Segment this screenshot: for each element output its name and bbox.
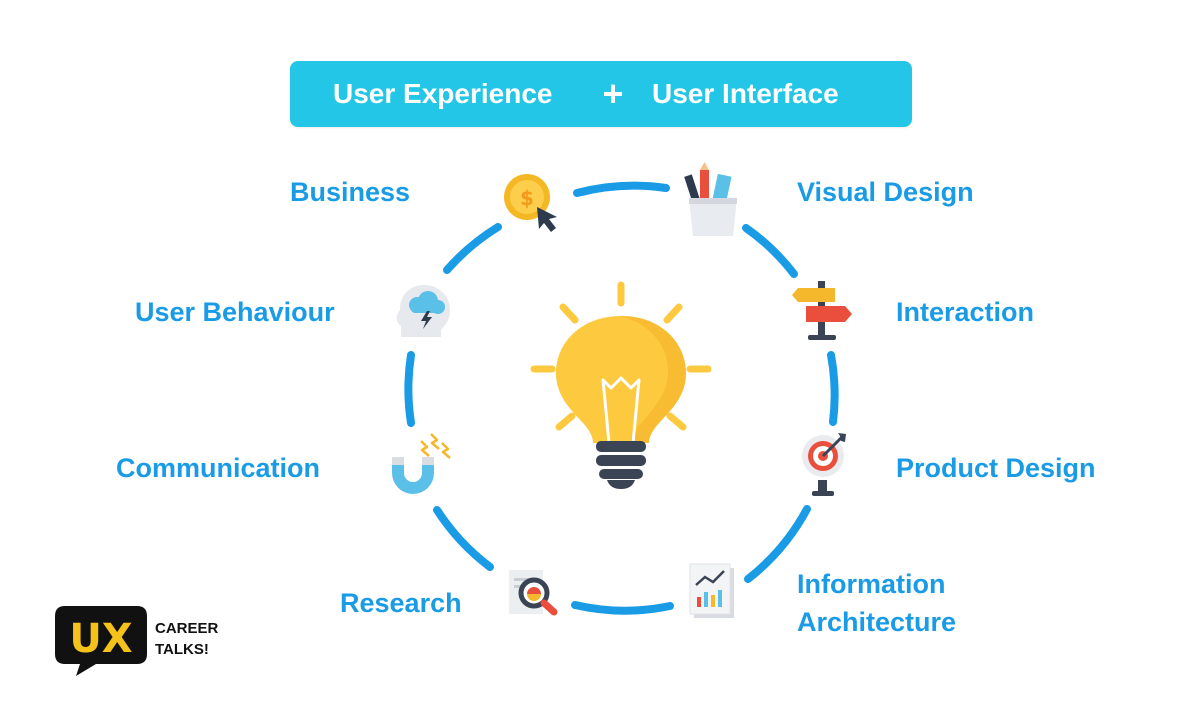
ring-arc	[443, 223, 502, 274]
label-interaction: Interaction	[896, 297, 1035, 327]
label-business: Business	[290, 177, 411, 207]
analytics-report-icon	[689, 563, 734, 618]
svg-text:$: $	[520, 186, 534, 210]
lightbulb-icon	[530, 281, 712, 489]
label-information-architecture-line1: Information	[797, 569, 946, 599]
label-information-architecture-line2: Architecture	[797, 607, 957, 637]
banner-title-right: User Interface	[652, 78, 839, 109]
head-storm-icon	[396, 285, 450, 337]
title-banner: User Experience + User Interface	[290, 61, 912, 127]
ring-arc	[433, 506, 494, 571]
plus-icon: +	[602, 73, 624, 114]
label-user-behaviour: User Behaviour	[135, 297, 335, 327]
ring-arc	[827, 351, 839, 426]
banner-title-left: User Experience	[333, 78, 553, 109]
label-visual-design: Visual Design	[797, 177, 974, 207]
logo-caption: CAREER TALKS!	[155, 618, 218, 660]
logo-caption-line1: CAREER	[155, 620, 219, 637]
ring-arc	[571, 601, 674, 615]
ring-arc	[742, 224, 798, 278]
logo-caption-line2: TALKS!	[155, 641, 209, 658]
label-product-design: Product Design	[896, 453, 1096, 483]
label-information-architecture: Information Architecture	[797, 568, 956, 638]
ux-logo-icon: UX	[55, 606, 147, 676]
magnifier-document-icon	[509, 570, 558, 616]
magnet-icon	[392, 433, 451, 494]
pencil-cup-icon	[684, 162, 737, 236]
label-research: Research	[340, 588, 462, 618]
coin-cursor-icon: $	[504, 174, 557, 232]
label-communication: Communication	[116, 453, 321, 483]
logo-mark: UX	[69, 616, 132, 662]
cycle-ring	[404, 181, 839, 615]
ring-arc	[404, 351, 415, 427]
ring-arc	[573, 181, 670, 197]
target-icon	[802, 433, 846, 496]
ring-arc	[744, 505, 811, 583]
signpost-icon	[792, 281, 852, 340]
